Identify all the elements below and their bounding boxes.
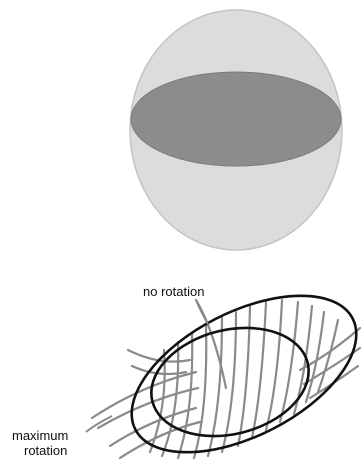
label-no-rotation: no rotation xyxy=(143,284,204,299)
label-maximum-rotation-line2: rotation xyxy=(24,443,67,458)
fiber-line xyxy=(252,302,266,438)
no-rotation-leader xyxy=(196,300,208,324)
fiber-line xyxy=(98,388,198,428)
inner-ellipse xyxy=(140,312,320,452)
fiber-line xyxy=(266,300,282,430)
fiber-line xyxy=(194,326,206,458)
maximum-rotation-leader xyxy=(86,416,112,432)
label-maximum-rotation-line1: maximum xyxy=(12,428,68,443)
ellipsoid-figure xyxy=(130,10,342,250)
fiber-line xyxy=(178,334,192,458)
equatorial-disk xyxy=(131,72,341,166)
fiber-figure xyxy=(86,263,362,466)
